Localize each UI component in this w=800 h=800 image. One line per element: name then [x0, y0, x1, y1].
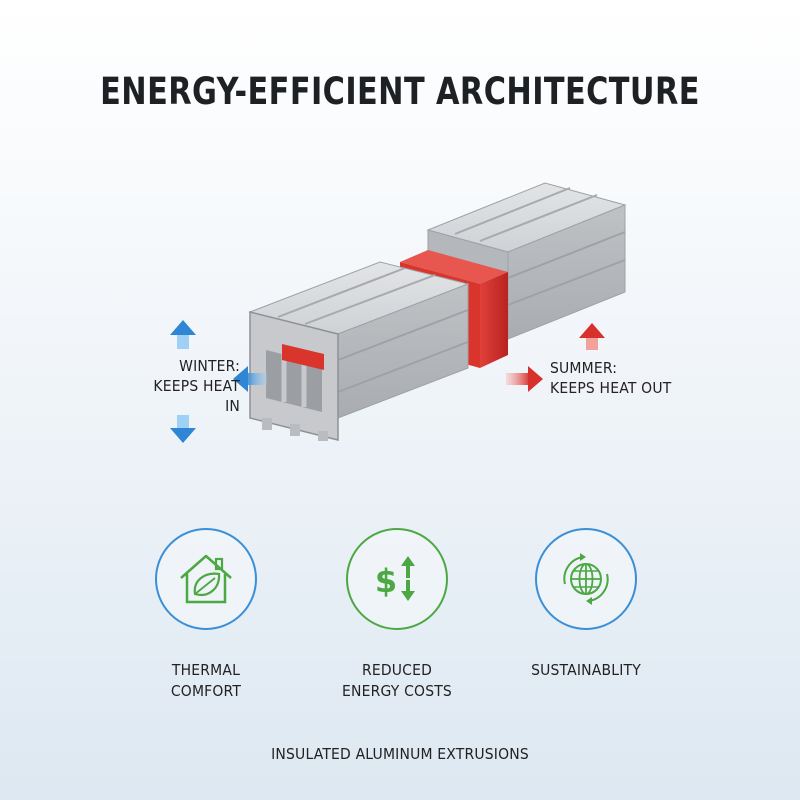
arrow-up-icon: [579, 323, 605, 350]
svg-text:$: $: [375, 562, 397, 600]
winter-label: WINTER: KEEPS HEAT IN: [153, 357, 240, 415]
feature-thermal-comfort: THERMAL COMFORT: [106, 528, 306, 702]
arrow-down-icon: [170, 415, 196, 443]
arrow-left-icon: [233, 366, 267, 392]
summer-label: SUMMER: KEEPS HEAT OUT: [550, 359, 672, 397]
summer-heat-arrows: [506, 323, 605, 392]
extrusion-front-segment: [248, 261, 470, 441]
footer-caption: INSULATED ALUMINUM EXTRUSIONS: [271, 745, 529, 763]
house-leaf-icon: [180, 554, 232, 604]
feature-label: COMFORT: [170, 682, 242, 700]
dollar-arrows-icon: $: [375, 556, 415, 601]
arrow-up-icon: [170, 320, 196, 349]
feature-sustainability: SUSTAINABLITY: [486, 528, 686, 681]
feature-label: THERMAL: [171, 661, 241, 679]
feature-reduced-energy-costs: $ REDUCED ENERGY COSTS: [297, 528, 497, 702]
feature-label: REDUCED: [361, 661, 433, 679]
arrow-right-icon: [506, 366, 543, 392]
globe-cycle-icon: [563, 553, 609, 605]
feature-label: SUSTAINABLITY: [531, 661, 641, 679]
feature-label: ENERGY COSTS: [342, 682, 452, 700]
page-title: ENERGY-EFFICIENT ARCHITECTURE: [100, 70, 700, 113]
feature-circle: $: [346, 528, 448, 630]
winter-heat-arrows: [170, 320, 267, 443]
feature-circle: [535, 528, 637, 630]
feature-circle: [155, 528, 257, 630]
